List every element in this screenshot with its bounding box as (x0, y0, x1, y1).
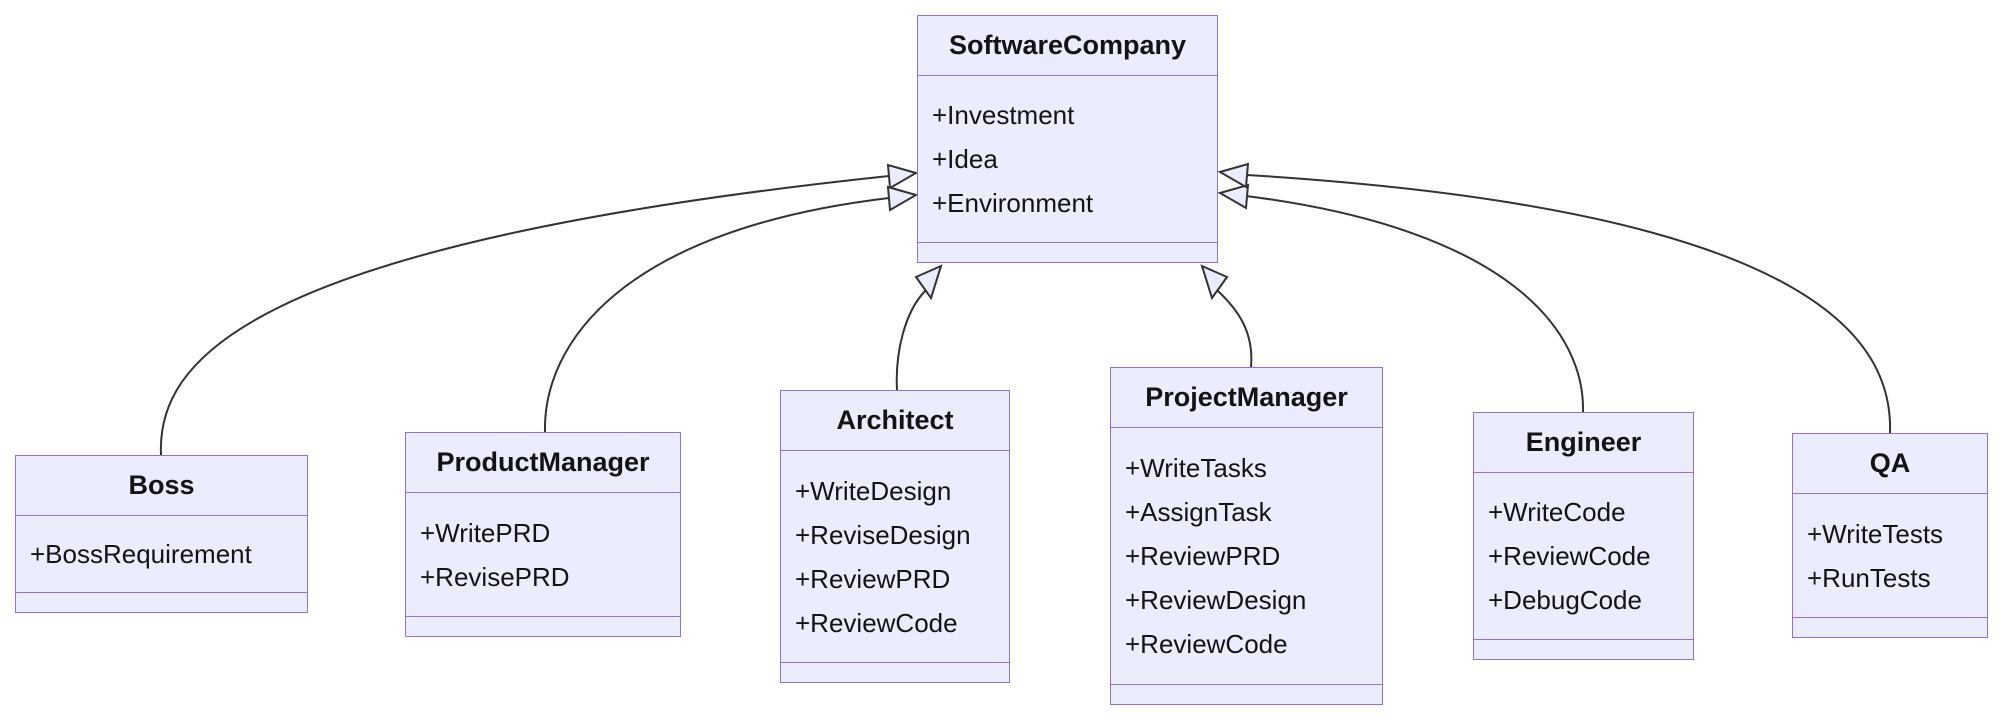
attribute-label: +AssignTask (1125, 497, 1272, 527)
attribute-label: +Investment (932, 100, 1075, 130)
class-box-projectmanager: ProjectManager +WriteTasks +AssignTask +… (1110, 367, 1383, 705)
class-name-label: SoftwareCompany (918, 16, 1217, 76)
attributes-section: +Investment +Idea +Environment (918, 76, 1217, 242)
edge-projectmanager-inheritance (1217, 290, 1253, 368)
inheritance-arrowhead-projectmanager (1200, 264, 1229, 301)
attribute-label: +WritePRD (420, 517, 551, 548)
attributes-section: +WriteTests +RunTests (1793, 494, 1987, 617)
attribute-label: +DebugCode (1488, 585, 1642, 615)
methods-section-empty (406, 616, 680, 636)
methods-section-empty (1474, 639, 1693, 659)
attribute-label: +Idea (932, 144, 998, 174)
attributes-section: +WriteCode +ReviewCode +DebugCode (1474, 473, 1693, 639)
attribute-label: +BossRequirement (30, 539, 252, 569)
edge-qa-inheritance (1246, 174, 1892, 434)
edge-productmanager-inheritance (543, 197, 890, 433)
attribute-label: +WriteTasks (1125, 453, 1267, 483)
inheritance-arrowhead-architect (914, 264, 943, 301)
class-box-productmanager: ProductManager +WritePRD +RevisePRD (405, 432, 681, 637)
class-name-label: QA (1793, 434, 1987, 494)
attribute-label: +ReviseDesign (795, 519, 971, 550)
edge-architect-inheritance (895, 290, 926, 391)
attribute-label: +RunTests (1807, 562, 1931, 593)
attributes-section: +WritePRD +RevisePRD (406, 493, 680, 616)
attribute-label: +ReviewPRD (1125, 541, 1281, 571)
attribute-label: +WriteDesign (795, 475, 952, 506)
attribute-label: +ReviewDesign (1125, 585, 1307, 615)
edge-boss-inheritance (159, 175, 890, 456)
inheritance-arrowhead-qa (1217, 162, 1250, 189)
class-name-label: ProductManager (406, 433, 680, 493)
attribute-label: +ReviewPRD (795, 563, 951, 594)
methods-section-empty (918, 242, 1217, 262)
methods-section-empty (1793, 617, 1987, 637)
attributes-section: +WriteTasks +AssignTask +ReviewPRD +Revi… (1111, 428, 1382, 684)
methods-section-empty (1111, 684, 1382, 704)
inheritance-arrowhead-boss (886, 163, 919, 190)
inheritance-arrowhead-productmanager (886, 185, 919, 212)
attributes-section: +BossRequirement (16, 516, 307, 592)
class-name-label: Engineer (1474, 413, 1693, 473)
attribute-label: +ReviewCode (795, 607, 958, 638)
attributes-section: +WriteDesign +ReviseDesign +ReviewPRD +R… (781, 451, 1009, 662)
attribute-label: +WriteCode (1488, 497, 1626, 527)
attribute-label: +ReviewCode (1488, 541, 1651, 571)
class-box-architect: Architect +WriteDesign +ReviseDesign +Re… (780, 390, 1010, 683)
attribute-label: +WriteTests (1807, 518, 1944, 549)
attribute-label: +ReviewCode (1125, 629, 1288, 659)
class-box-boss: Boss +BossRequirement (15, 455, 308, 613)
class-name-label: Boss (16, 456, 307, 516)
class-name-label: Architect (781, 391, 1009, 451)
edge-engineer-inheritance (1245, 195, 1585, 413)
class-name-label: ProjectManager (1111, 368, 1382, 428)
attribute-label: +RevisePRD (420, 561, 570, 592)
class-box-softwarecompany: SoftwareCompany +Investment +Idea +Envir… (917, 15, 1218, 263)
methods-section-empty (16, 592, 307, 612)
inheritance-arrowhead-engineer (1217, 183, 1250, 210)
class-box-qa: QA +WriteTests +RunTests (1792, 433, 1988, 638)
class-box-engineer: Engineer +WriteCode +ReviewCode +DebugCo… (1473, 412, 1694, 660)
methods-section-empty (781, 662, 1009, 682)
attribute-label: +Environment (932, 188, 1094, 218)
